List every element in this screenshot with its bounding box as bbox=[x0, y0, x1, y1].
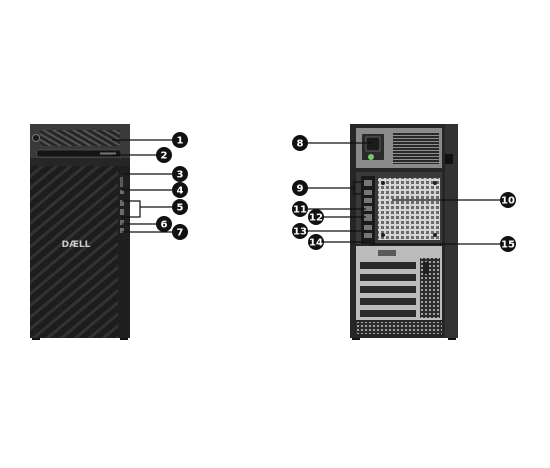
rear-usb-port-4[interactable] bbox=[364, 233, 372, 238]
rear-audio-ports[interactable] bbox=[364, 180, 372, 186]
padlock-ring[interactable] bbox=[423, 262, 429, 274]
callout-1: 1 bbox=[172, 132, 188, 148]
callout-5-label: 5 bbox=[177, 203, 184, 214]
optical-drive-eject-slot bbox=[100, 152, 116, 155]
expansion-slot-5[interactable] bbox=[360, 310, 416, 317]
callout-3: 3 bbox=[172, 166, 188, 182]
callout-15-label: 15 bbox=[501, 240, 515, 251]
callout-4-label: 4 bbox=[177, 186, 184, 197]
power-button[interactable] bbox=[32, 134, 40, 142]
brand-logo: DÆLL bbox=[62, 240, 91, 250]
callout-13: 13 bbox=[292, 223, 308, 239]
callout-9: 9 bbox=[292, 180, 308, 196]
callout-3-label: 3 bbox=[177, 170, 184, 181]
rear-bottom-vent bbox=[356, 322, 442, 334]
front-usb-c-port-1[interactable] bbox=[120, 220, 124, 225]
callout-13-label: 13 bbox=[293, 227, 307, 238]
callout-7-label: 7 bbox=[177, 228, 184, 239]
optical-drive-bay[interactable] bbox=[36, 149, 122, 158]
psu-switch-block bbox=[365, 136, 381, 152]
rear-fan-grille bbox=[378, 178, 440, 240]
front-sd-card-slot[interactable] bbox=[120, 177, 123, 187]
front-usb-port-1[interactable] bbox=[120, 200, 124, 206]
rear-ethernet-port[interactable] bbox=[364, 214, 372, 221]
callout-10-label: 10 bbox=[501, 196, 515, 207]
callout-8: 8 bbox=[292, 135, 308, 151]
callout-12: 12 bbox=[308, 209, 324, 225]
callout-9-label: 9 bbox=[297, 184, 304, 195]
rear-foot-right bbox=[448, 338, 456, 340]
rear-displayport[interactable] bbox=[364, 206, 372, 211]
callout-11: 11 bbox=[292, 201, 308, 217]
callout-6-label: 6 bbox=[161, 220, 168, 231]
callout-14-label: 14 bbox=[309, 238, 323, 249]
expansion-slot-4[interactable] bbox=[360, 298, 416, 305]
front-usb-port-2[interactable] bbox=[120, 209, 124, 215]
callout-6: 6 bbox=[156, 216, 172, 232]
front-mesh-panel bbox=[30, 166, 118, 338]
rear-usb-port-2[interactable] bbox=[364, 198, 372, 203]
callout-4: 4 bbox=[172, 182, 188, 198]
expansion-slot-1[interactable] bbox=[360, 262, 416, 269]
callout-15: 15 bbox=[500, 236, 516, 252]
callout-10: 10 bbox=[500, 192, 516, 208]
callout-7: 7 bbox=[172, 224, 188, 240]
callout-1-label: 1 bbox=[177, 136, 184, 147]
kensington-lock-slot[interactable] bbox=[378, 250, 396, 256]
fan-screw-tr bbox=[433, 181, 437, 185]
rear-usb-port-1[interactable] bbox=[364, 190, 372, 195]
front-usb-c-port-2[interactable] bbox=[120, 228, 124, 233]
callout-8-label: 8 bbox=[297, 139, 304, 150]
callout-badges: 1 2 3 4 5 6 7 8 bbox=[156, 132, 516, 252]
leader-line-5 bbox=[122, 200, 141, 218]
callout-2-label: 2 bbox=[161, 151, 168, 162]
rear-foot-left bbox=[352, 338, 360, 340]
fan-screw-br bbox=[433, 233, 437, 237]
rear-usb-port-3[interactable] bbox=[364, 225, 372, 230]
psu-vent bbox=[393, 132, 439, 164]
callout-11-label: 11 bbox=[293, 205, 307, 216]
front-audio-jack[interactable] bbox=[120, 190, 124, 194]
front-leader-lines bbox=[112, 139, 172, 233]
front-foot-left bbox=[32, 338, 40, 340]
power-connector-indicator bbox=[368, 154, 374, 160]
fan-screw-bl bbox=[381, 233, 385, 237]
front-view: DÆLL bbox=[30, 124, 130, 340]
callout-5: 5 bbox=[172, 199, 188, 215]
callout-12-label: 12 bbox=[309, 213, 323, 224]
front-top-vent bbox=[40, 130, 120, 146]
rear-leader-lines bbox=[306, 142, 506, 245]
expansion-slot-3[interactable] bbox=[360, 286, 416, 293]
front-foot-right bbox=[120, 338, 128, 340]
rear-view bbox=[350, 124, 458, 340]
callout-14: 14 bbox=[308, 234, 324, 250]
expansion-slot-2[interactable] bbox=[360, 274, 416, 281]
rear-side-rail bbox=[445, 124, 458, 338]
rear-clip bbox=[445, 154, 453, 164]
callout-2: 2 bbox=[156, 147, 172, 163]
fan-screw-tl bbox=[381, 181, 385, 185]
